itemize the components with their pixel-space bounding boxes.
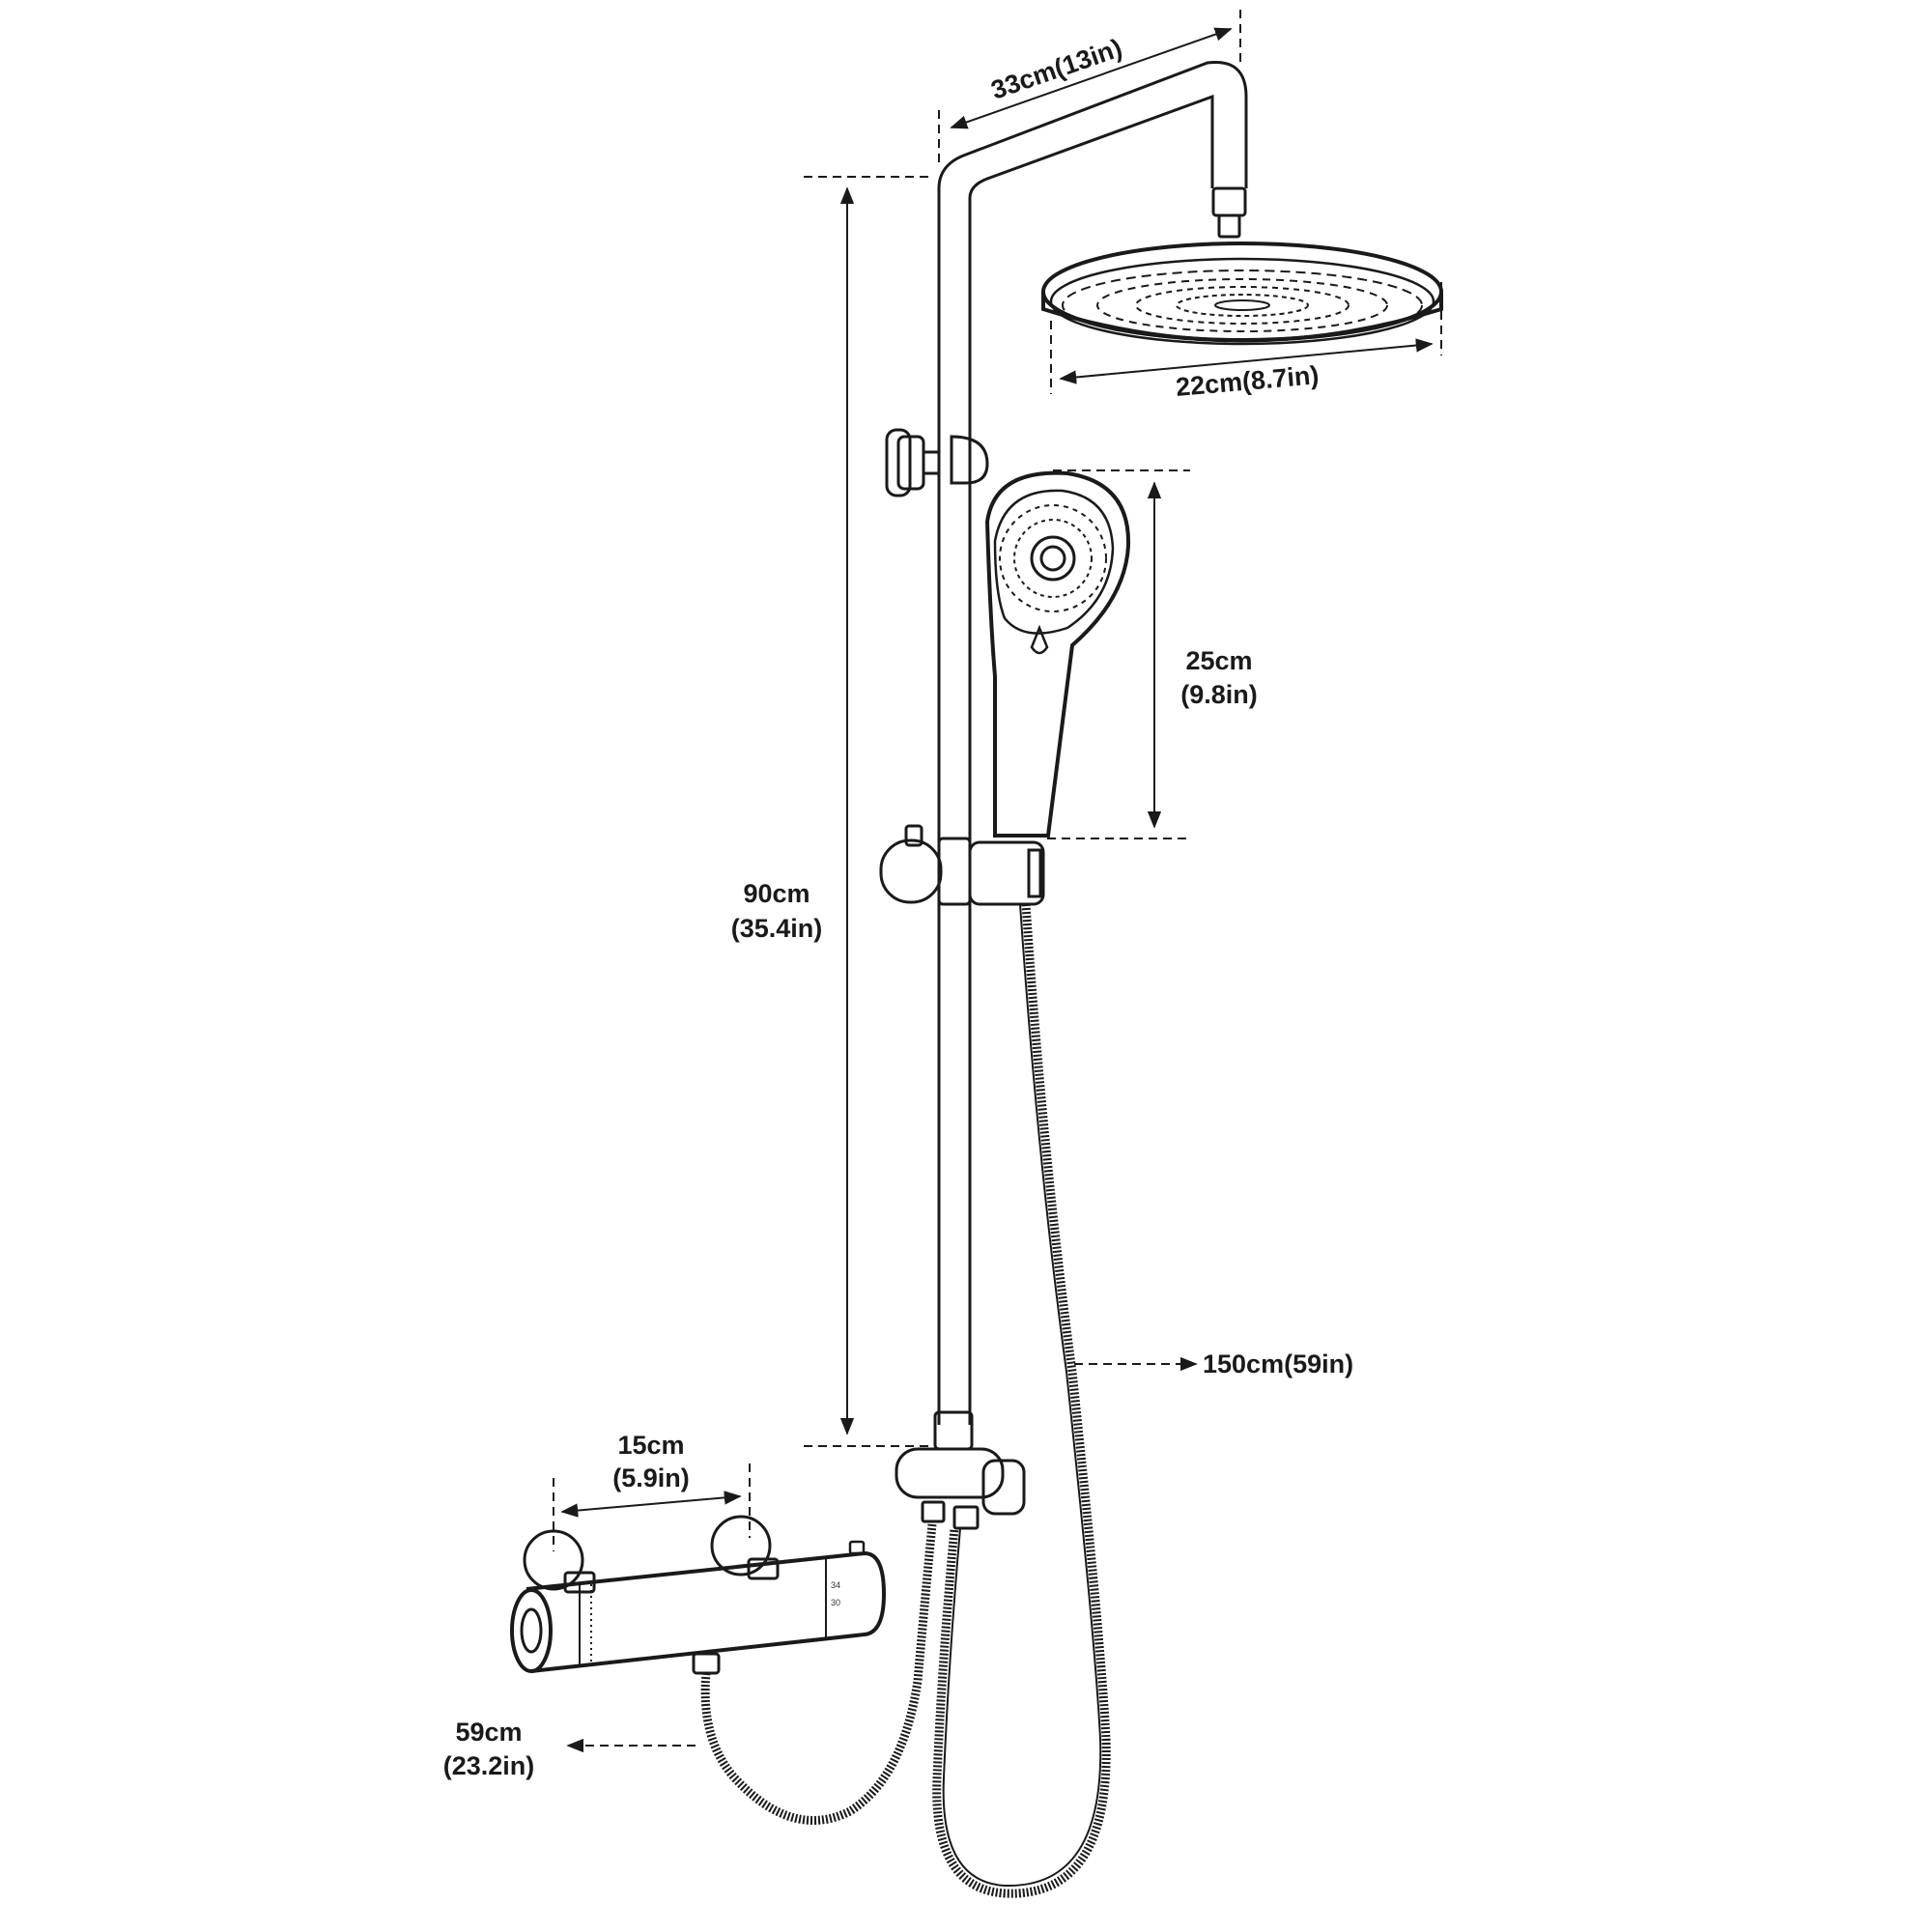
hose-length-label: 150cm(59in) bbox=[1203, 1350, 1353, 1378]
rain-shower-head bbox=[1041, 242, 1443, 346]
riser-rail bbox=[937, 60, 1248, 1425]
arm-reach-label: 33cm(13in) bbox=[987, 33, 1125, 104]
dial-marking-30: 30 bbox=[831, 1598, 840, 1607]
slide-holder bbox=[879, 824, 1045, 906]
wall-bracket bbox=[885, 428, 989, 497]
short-hose bbox=[700, 1523, 937, 1825]
arm-connector bbox=[1211, 186, 1247, 239]
valve-centers-in-label: (5.9in) bbox=[612, 1463, 690, 1492]
short-hose-cm-label: 59cm bbox=[455, 1718, 522, 1747]
hose-length-dimension: 150cm(59in) bbox=[1074, 1350, 1353, 1378]
rail-height-in-label: (35.4in) bbox=[731, 914, 823, 943]
rail-height-dimension: 90cm (35.4in) bbox=[731, 176, 932, 1447]
short-hose-dimension: 59cm (23.2in) bbox=[443, 1718, 696, 1780]
hand-length-in-label: (9.8in) bbox=[1180, 680, 1258, 709]
thermostatic-bar-valve: 34 30 bbox=[510, 1515, 887, 1675]
hand-shower bbox=[984, 470, 1131, 838]
diverter bbox=[895, 1410, 1026, 1530]
long-shower-hose bbox=[932, 903, 1111, 1898]
hand-length-dimension: 25cm (9.8in) bbox=[1047, 469, 1258, 839]
rail-height-cm-label: 90cm bbox=[743, 879, 810, 908]
hand-length-cm-label: 25cm bbox=[1185, 646, 1252, 675]
valve-centers-cm-label: 15cm bbox=[617, 1431, 684, 1460]
short-hose-in-label: (23.2in) bbox=[443, 1751, 535, 1780]
valve-centers-dimension: 15cm (5.9in) bbox=[553, 1431, 751, 1551]
dial-marking-34: 34 bbox=[831, 1580, 840, 1590]
